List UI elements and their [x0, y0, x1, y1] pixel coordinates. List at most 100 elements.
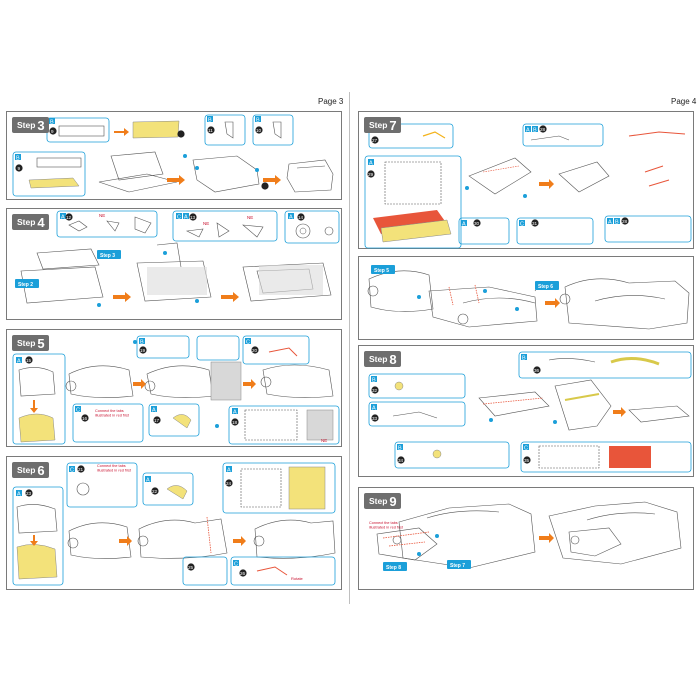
part-number-badge [533, 366, 541, 374]
part-number: 26 [240, 571, 246, 576]
part-callout-box [228, 405, 340, 445]
orange-arrow-icon [233, 536, 246, 546]
part-outline [538, 445, 600, 469]
step-number: 8 [389, 351, 397, 367]
step-8-panel: Step 8 B 36 B 32 A 33 [358, 345, 694, 477]
part-letter: B [140, 340, 144, 346]
part-callout-box [242, 335, 310, 365]
part-number: 33 [372, 416, 378, 421]
red-tab-highlight [382, 531, 430, 547]
step-7-label: Step 7 [364, 117, 401, 133]
red-tab-highlight [206, 516, 212, 554]
step-8-diagram: B 36 B 32 A 33 B 34 [368, 351, 692, 473]
seat-assembly-drawing [98, 151, 334, 193]
step-word: Step [369, 496, 388, 506]
part-number: 32 [372, 388, 378, 393]
step-7-panel: Step 7 C 27 A B 28 A 29 [358, 111, 694, 249]
part-callout-box [368, 401, 466, 427]
part-callout-box [252, 114, 294, 146]
orange-arrow-icon [113, 292, 131, 302]
steering-wheel-hub [299, 227, 307, 235]
orange-arrow-icon [167, 175, 185, 185]
highlighted-part [28, 177, 80, 189]
step-number: 7 [389, 117, 397, 133]
part-letter: B [16, 156, 20, 162]
part-callout-box [196, 335, 240, 361]
rotate-note: Rotate [291, 576, 304, 581]
side-panel-shape [210, 361, 242, 401]
part-number-badge [15, 164, 23, 172]
part-number: 14 [298, 215, 304, 220]
step-7-reference-tag [447, 560, 471, 569]
part-callout-box [604, 215, 692, 243]
part-callout-box [172, 210, 278, 242]
step-5-panel: Step 5 A 15 [6, 329, 342, 447]
orange-arrow-icon [133, 379, 146, 389]
part-number-badge [261, 182, 269, 190]
blue-dot-icon [417, 552, 421, 556]
part-letter-badge [255, 116, 261, 122]
part-letter-badge [371, 376, 377, 382]
part-callout-box [204, 114, 246, 146]
part-letter-badge [75, 406, 81, 412]
part-number-badge [139, 346, 147, 354]
part-callout-box [518, 351, 692, 379]
part-number: 16 [82, 416, 88, 421]
step-5-diagram: A 15 B 19 [12, 335, 340, 445]
part-number-badge [177, 130, 185, 138]
part-number: 20 [252, 348, 258, 353]
part-outline [272, 121, 282, 139]
red-tab-highlight [628, 131, 686, 137]
part-number: 9 [51, 129, 54, 134]
part-outline [324, 226, 334, 236]
step-word: Step [17, 338, 36, 348]
part-callout-box [148, 403, 200, 437]
highlighted-part [166, 485, 188, 500]
step-2-reference-tag [15, 279, 39, 288]
part-letter: C [76, 408, 80, 414]
part-number-badge [255, 126, 263, 134]
step-6-reference-text: Step 6 [538, 284, 553, 290]
part-callout-box [522, 123, 604, 147]
part-callout-box [12, 151, 86, 197]
highlighted-fender [18, 413, 56, 443]
step-number: 6 [37, 462, 45, 478]
part-letter: C [177, 215, 181, 221]
part-letter: A [608, 220, 612, 226]
part-number-badge [231, 418, 239, 426]
step-4-label: Step 4 [12, 214, 49, 230]
step-5-label: Step 5 [12, 335, 49, 351]
part-letter-badge [16, 357, 22, 363]
part-letter: C [246, 340, 250, 346]
headlight-icon [392, 535, 402, 545]
headlight-icon [570, 535, 580, 545]
part-number-badge [187, 563, 195, 571]
connect-tabs-note-line1: Connect the tabs [369, 521, 398, 525]
part-outline [392, 411, 438, 419]
highlighted-part [610, 357, 660, 366]
part-letter: A [152, 408, 156, 414]
part-number: 13 [190, 215, 196, 220]
part-letter: B [256, 118, 260, 124]
part-callout-box [136, 335, 190, 359]
part-number: 28 [540, 127, 546, 132]
part-letter-badge [614, 218, 620, 224]
part-number: 35 [524, 458, 530, 463]
part-letter: B [615, 220, 619, 226]
step-6-reference-tag [535, 281, 559, 290]
step-3-diagram: B 9 B 11 B 10 B 9 [12, 114, 334, 197]
part-letter: B [372, 378, 376, 384]
step-6-diagram: A 23 C 21 Connect the tabs illustrated i… [12, 462, 336, 586]
orange-arrow-icon [545, 298, 560, 308]
headlight-icon [457, 313, 469, 325]
step-9-label: Step 9 [364, 493, 401, 509]
part-number-badge [297, 213, 305, 221]
red-tab-highlight [268, 347, 298, 357]
part-number-badge [189, 213, 197, 221]
orange-arrow-icon [539, 179, 554, 189]
part-letter-badge [15, 154, 21, 160]
part-letter: B [522, 356, 526, 362]
orange-down-arrow-icon [30, 535, 38, 546]
part-number: 15 [26, 358, 32, 363]
